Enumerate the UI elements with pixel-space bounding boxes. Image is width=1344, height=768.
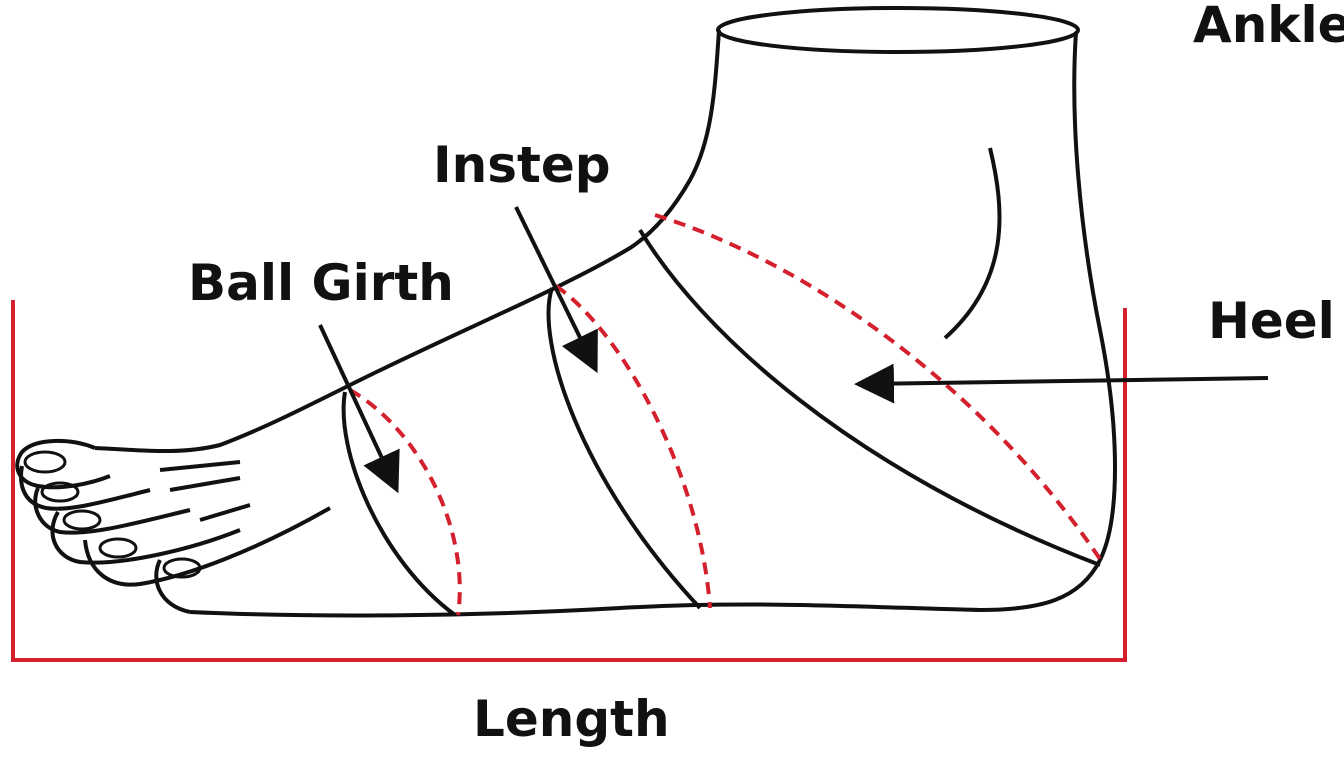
length-label: Length (473, 690, 670, 748)
instep-arrow (514, 206, 598, 374)
ankle-label: Ankle (1193, 0, 1344, 54)
sole-outline (189, 602, 981, 618)
ankle-opening (716, 6, 1080, 54)
instep-line (546, 287, 702, 610)
ball-girth-line (341, 391, 457, 617)
instep-dashed (554, 284, 712, 609)
length-bracket (11, 300, 1127, 662)
ball-girth-dashed (349, 388, 462, 616)
ball-girth-arrow (318, 324, 400, 494)
heel-back-outline (979, 31, 1117, 612)
instep-top-outline (94, 29, 721, 453)
ankle-bone-curve (943, 147, 1002, 340)
ball-girth-label: Ball Girth (188, 254, 454, 312)
heel-arrow (854, 363, 1269, 404)
heel-dashed (654, 213, 1104, 564)
heel-diagonal-line (638, 228, 1101, 567)
heel-label: Heel (1208, 292, 1335, 350)
toes-group (15, 439, 331, 614)
instep-label: Instep (433, 136, 611, 194)
